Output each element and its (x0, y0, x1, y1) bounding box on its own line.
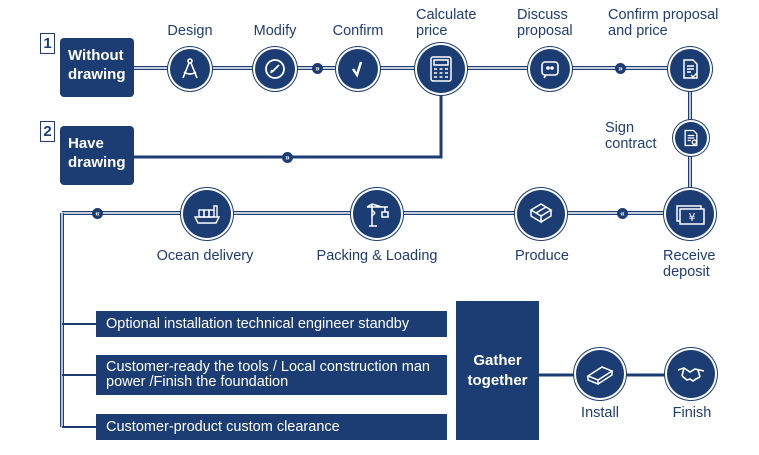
handshake-icon (677, 367, 705, 382)
without-drawing-box[interactable]: Without drawing (60, 38, 134, 97)
discuss-proposal-step[interactable] (530, 49, 570, 89)
receive-deposit-step[interactable]: ¥ (666, 190, 714, 238)
calculate-price-step[interactable] (417, 45, 465, 93)
confirm-step[interactable] (338, 49, 378, 89)
install-step[interactable] (576, 350, 624, 398)
modify-label: Modify (253, 23, 297, 39)
arrow-left-icon: « (617, 208, 628, 219)
gather-label: Gather together (467, 351, 528, 389)
modify-step[interactable] (255, 49, 295, 89)
crane-icon (366, 203, 389, 227)
contract-icon (684, 129, 698, 147)
have-drawing-label: Have drawing (68, 135, 126, 171)
edit-icon (265, 59, 285, 79)
design-step[interactable] (170, 49, 210, 89)
confirm-label: Confirm (332, 23, 384, 39)
arrow-right-icon: » (615, 63, 626, 74)
discuss-proposal-label: Discuss proposal (517, 7, 573, 39)
option-bar-clearance: Customer-product custom clearance (96, 414, 447, 440)
design-label: Design (167, 23, 213, 39)
packing-loading-step[interactable] (353, 190, 401, 238)
produce-label: Produce (514, 248, 569, 264)
without-drawing-label: Without drawing (68, 47, 126, 83)
arrow-right-icon: » (282, 152, 293, 163)
svg-text:¥: ¥ (689, 211, 696, 224)
finish-step[interactable] (667, 350, 715, 398)
sign-contract-label: Sign contract (605, 120, 657, 152)
arrow-left-icon: « (92, 208, 103, 219)
money-icon: ¥ (676, 205, 705, 225)
option-bar-engineer: Optional installation technical engineer… (96, 311, 447, 337)
receive-deposit-label: Receive deposit (663, 248, 716, 280)
confirm-proposal-step[interactable] (670, 49, 710, 89)
ocean-delivery-label: Ocean delivery (156, 248, 254, 264)
option-number-2: 2 (40, 121, 55, 142)
arrow-right-icon: » (312, 63, 323, 74)
check-icon (352, 61, 363, 78)
ocean-delivery-step[interactable] (183, 190, 231, 238)
option-text: Optional installation technical engineer… (106, 315, 410, 332)
sign-contract-step[interactable] (675, 122, 707, 154)
calculator-icon (430, 56, 452, 82)
produce-step[interactable] (517, 190, 565, 238)
have-drawing-box[interactable]: Have drawing (60, 126, 134, 185)
option-text: Customer-product custom clearance (106, 418, 340, 435)
steel-beam-icon (586, 366, 614, 386)
document-check-icon (683, 59, 698, 79)
install-label: Install (581, 405, 619, 421)
chat-icon (541, 61, 559, 79)
option-number-1: 1 (40, 33, 55, 54)
gather-together-box: Gather together (456, 301, 539, 440)
compass-icon (182, 58, 198, 79)
steel-beams-icon (529, 203, 553, 224)
option-text: Customer-ready the tools / Local constru… (106, 359, 430, 390)
finish-label: Finish (672, 405, 712, 421)
option-bar-tools: Customer-ready the tools / Local constru… (96, 355, 447, 395)
ship-icon (193, 205, 221, 224)
confirm-proposal-label: Confirm proposal and price (608, 7, 719, 39)
packing-loading-label: Packing & Loading (316, 248, 438, 264)
calculate-price-label: Calculate price (416, 7, 477, 39)
